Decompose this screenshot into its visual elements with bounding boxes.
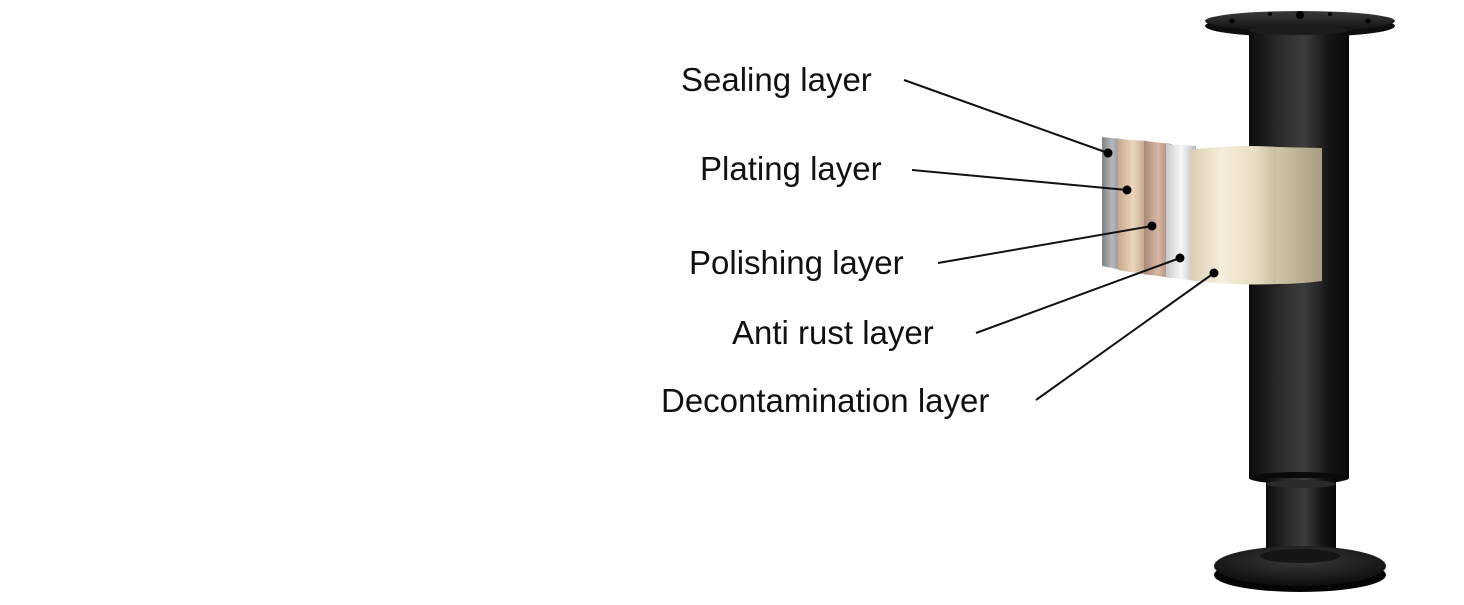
antirust-leader-line [975, 257, 1181, 334]
decontamination-leader-dot [1209, 268, 1219, 278]
leader-lines [903, 79, 1215, 401]
polishing-layer-strip [1144, 141, 1172, 278]
plating-layer-label: Plating layer [700, 150, 882, 187]
decontamination-layer-label: Decontamination layer [661, 382, 990, 419]
sealing-layer-strip [1102, 137, 1122, 270]
decontamination-leader-line [1035, 272, 1215, 401]
polishing-leader-line [937, 225, 1153, 264]
foot-base [1214, 546, 1386, 592]
sealing-leader-dot [1103, 148, 1113, 158]
anti-rust-layer-label: Anti rust layer [732, 314, 934, 351]
antirust-leader-dot [1175, 253, 1185, 263]
polishing-leader-dot [1147, 221, 1157, 231]
plating-layer-strip [1118, 139, 1148, 275]
decontamination-layer-side [1276, 147, 1322, 284]
leg-adjuster [1266, 478, 1336, 553]
layer-strips [1102, 137, 1322, 285]
antirust-layer-strip [1166, 144, 1196, 281]
plating-leader-dot [1122, 185, 1132, 195]
decontamination-layer-strip [1190, 146, 1278, 285]
polishing-layer-label: Polishing layer [689, 244, 904, 281]
sealing-layer-label: Sealing layer [681, 61, 872, 98]
sealing-leader-line [903, 79, 1109, 154]
plating-leader-line [911, 169, 1128, 191]
leader-dots [1103, 148, 1219, 278]
